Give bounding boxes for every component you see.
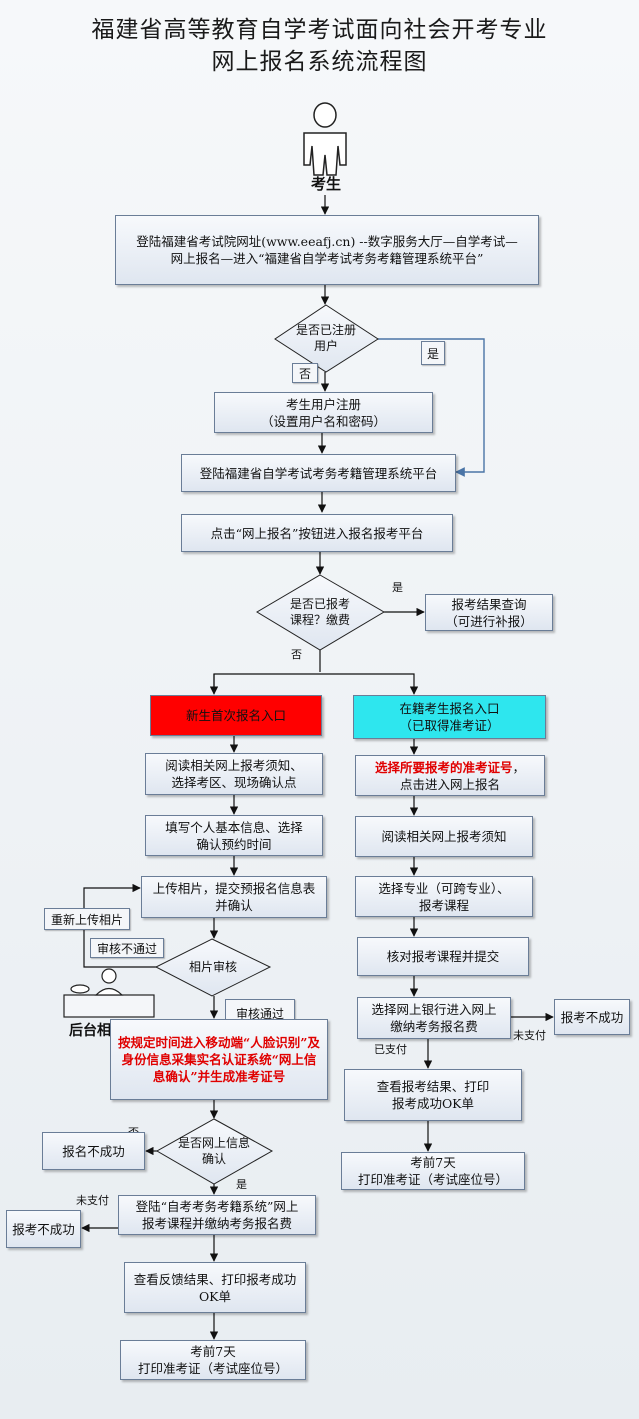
enrolled-student-entry: 在籍考生报名入口 （已取得准考证） [353, 695, 546, 739]
choose-major-box: 选择专业（可跨专业）、 报考课程 [355, 876, 533, 917]
print-ticket-left-box: 考前7天 打印准考证（考试座位号） [120, 1340, 306, 1380]
fill-info-box: 填写个人基本信息、选择 确认预约时间 [145, 815, 323, 856]
decision-registered [274, 304, 379, 373]
decision-online-confirm [155, 1118, 274, 1185]
applied-question: 是否已报考 课程？缴费 [289, 597, 350, 627]
decision-applied [256, 574, 385, 651]
face-verify-box: 按规定时间进入移动端“人脸识别”及身份信息采集实名认证系统“网上信息确认”并生成… [110, 1019, 328, 1100]
select-ticket-red-text: 选择所要报考的准考证号 [374, 759, 513, 775]
login-platform-box: 登陆福建省自学考试考务考籍管理系统平台 [181, 454, 456, 492]
apply-fail-left-box: 报考不成功 [6, 1210, 81, 1248]
decision-photo-review [154, 938, 272, 997]
yes-tag-registered: 是 [421, 341, 445, 365]
bank-pay-box: 选择网上银行进入网上 缴纳考务报名费 [357, 997, 511, 1039]
select-ticket-rest-text: ， 点击进入网上报名 [399, 759, 526, 792]
yes-label-applied: 是 [392, 581, 403, 594]
page-title-line2: 网上报名系统流程图 [211, 49, 428, 75]
unpaid-label-right: 未支付 [513, 1029, 546, 1042]
paid-label: 已支付 [374, 1043, 407, 1056]
page-title-line1: 福建省高等教育自学考试面向社会开考专业 [91, 17, 548, 43]
register-box: 考生用户注册 （设置用户名和密码） [214, 392, 433, 433]
login-pay-box: 登陆“自考考务考籍系统”网上 报考课程并缴纳考务报名费 [118, 1195, 316, 1235]
person-icon [303, 102, 347, 176]
sign-fail-box: 报名不成功 [42, 1132, 145, 1170]
select-ticket-box: 选择所要报考的准考证号， 点击进入网上报名 [355, 755, 545, 796]
examinee-label: 考生 [310, 175, 341, 193]
apply-fail-right-box: 报考不成功 [554, 999, 630, 1035]
print-ticket-right-box: 考前7天 打印准考证（考试座位号） [341, 1152, 525, 1190]
new-student-entry: 新生首次报名入口 [150, 695, 322, 736]
photo-review-question: 相片审核 [188, 960, 237, 974]
view-result-right-box: 查看报考结果、打印 报考成功OK单 [344, 1069, 522, 1121]
review-fail-tag: 审核不通过 [90, 938, 164, 958]
upload-photo-box: 上传相片，提交预报名信息表 并确认 [141, 876, 327, 918]
view-result-left-box: 查看反馈结果、打印报考成功 OK单 [124, 1262, 306, 1313]
read-notice-new-box: 阅读相关网上报考须知、 选择考区、现场确认点 [145, 753, 323, 795]
backend-staff-icon [63, 968, 155, 1018]
result-query-box: 报考结果查询 （可进行补报） [425, 594, 553, 631]
yes-label-confirm: 是 [236, 1178, 247, 1191]
unpaid-label-left: 未支付 [76, 1194, 109, 1207]
online-confirm-question: 是否网上信息 确认 [177, 1136, 250, 1166]
login-site-box: 登陆福建省考试院网址(www.eeafj.cn) --数字服务大厅—自学考试— … [115, 215, 539, 285]
no-tag-registered: 否 [292, 363, 318, 383]
click-online-box: 点击“网上报名”按钮进入报名报考平台 [181, 514, 453, 552]
no-label-applied: 否 [291, 648, 302, 661]
read-notice-old-box: 阅读相关网上报考须知 [355, 816, 533, 857]
verify-submit-box: 核对报考课程并提交 [357, 937, 529, 976]
registered-question: 是否已注册 用户 [295, 323, 356, 353]
reupload-tag: 重新上传相片 [44, 908, 130, 930]
